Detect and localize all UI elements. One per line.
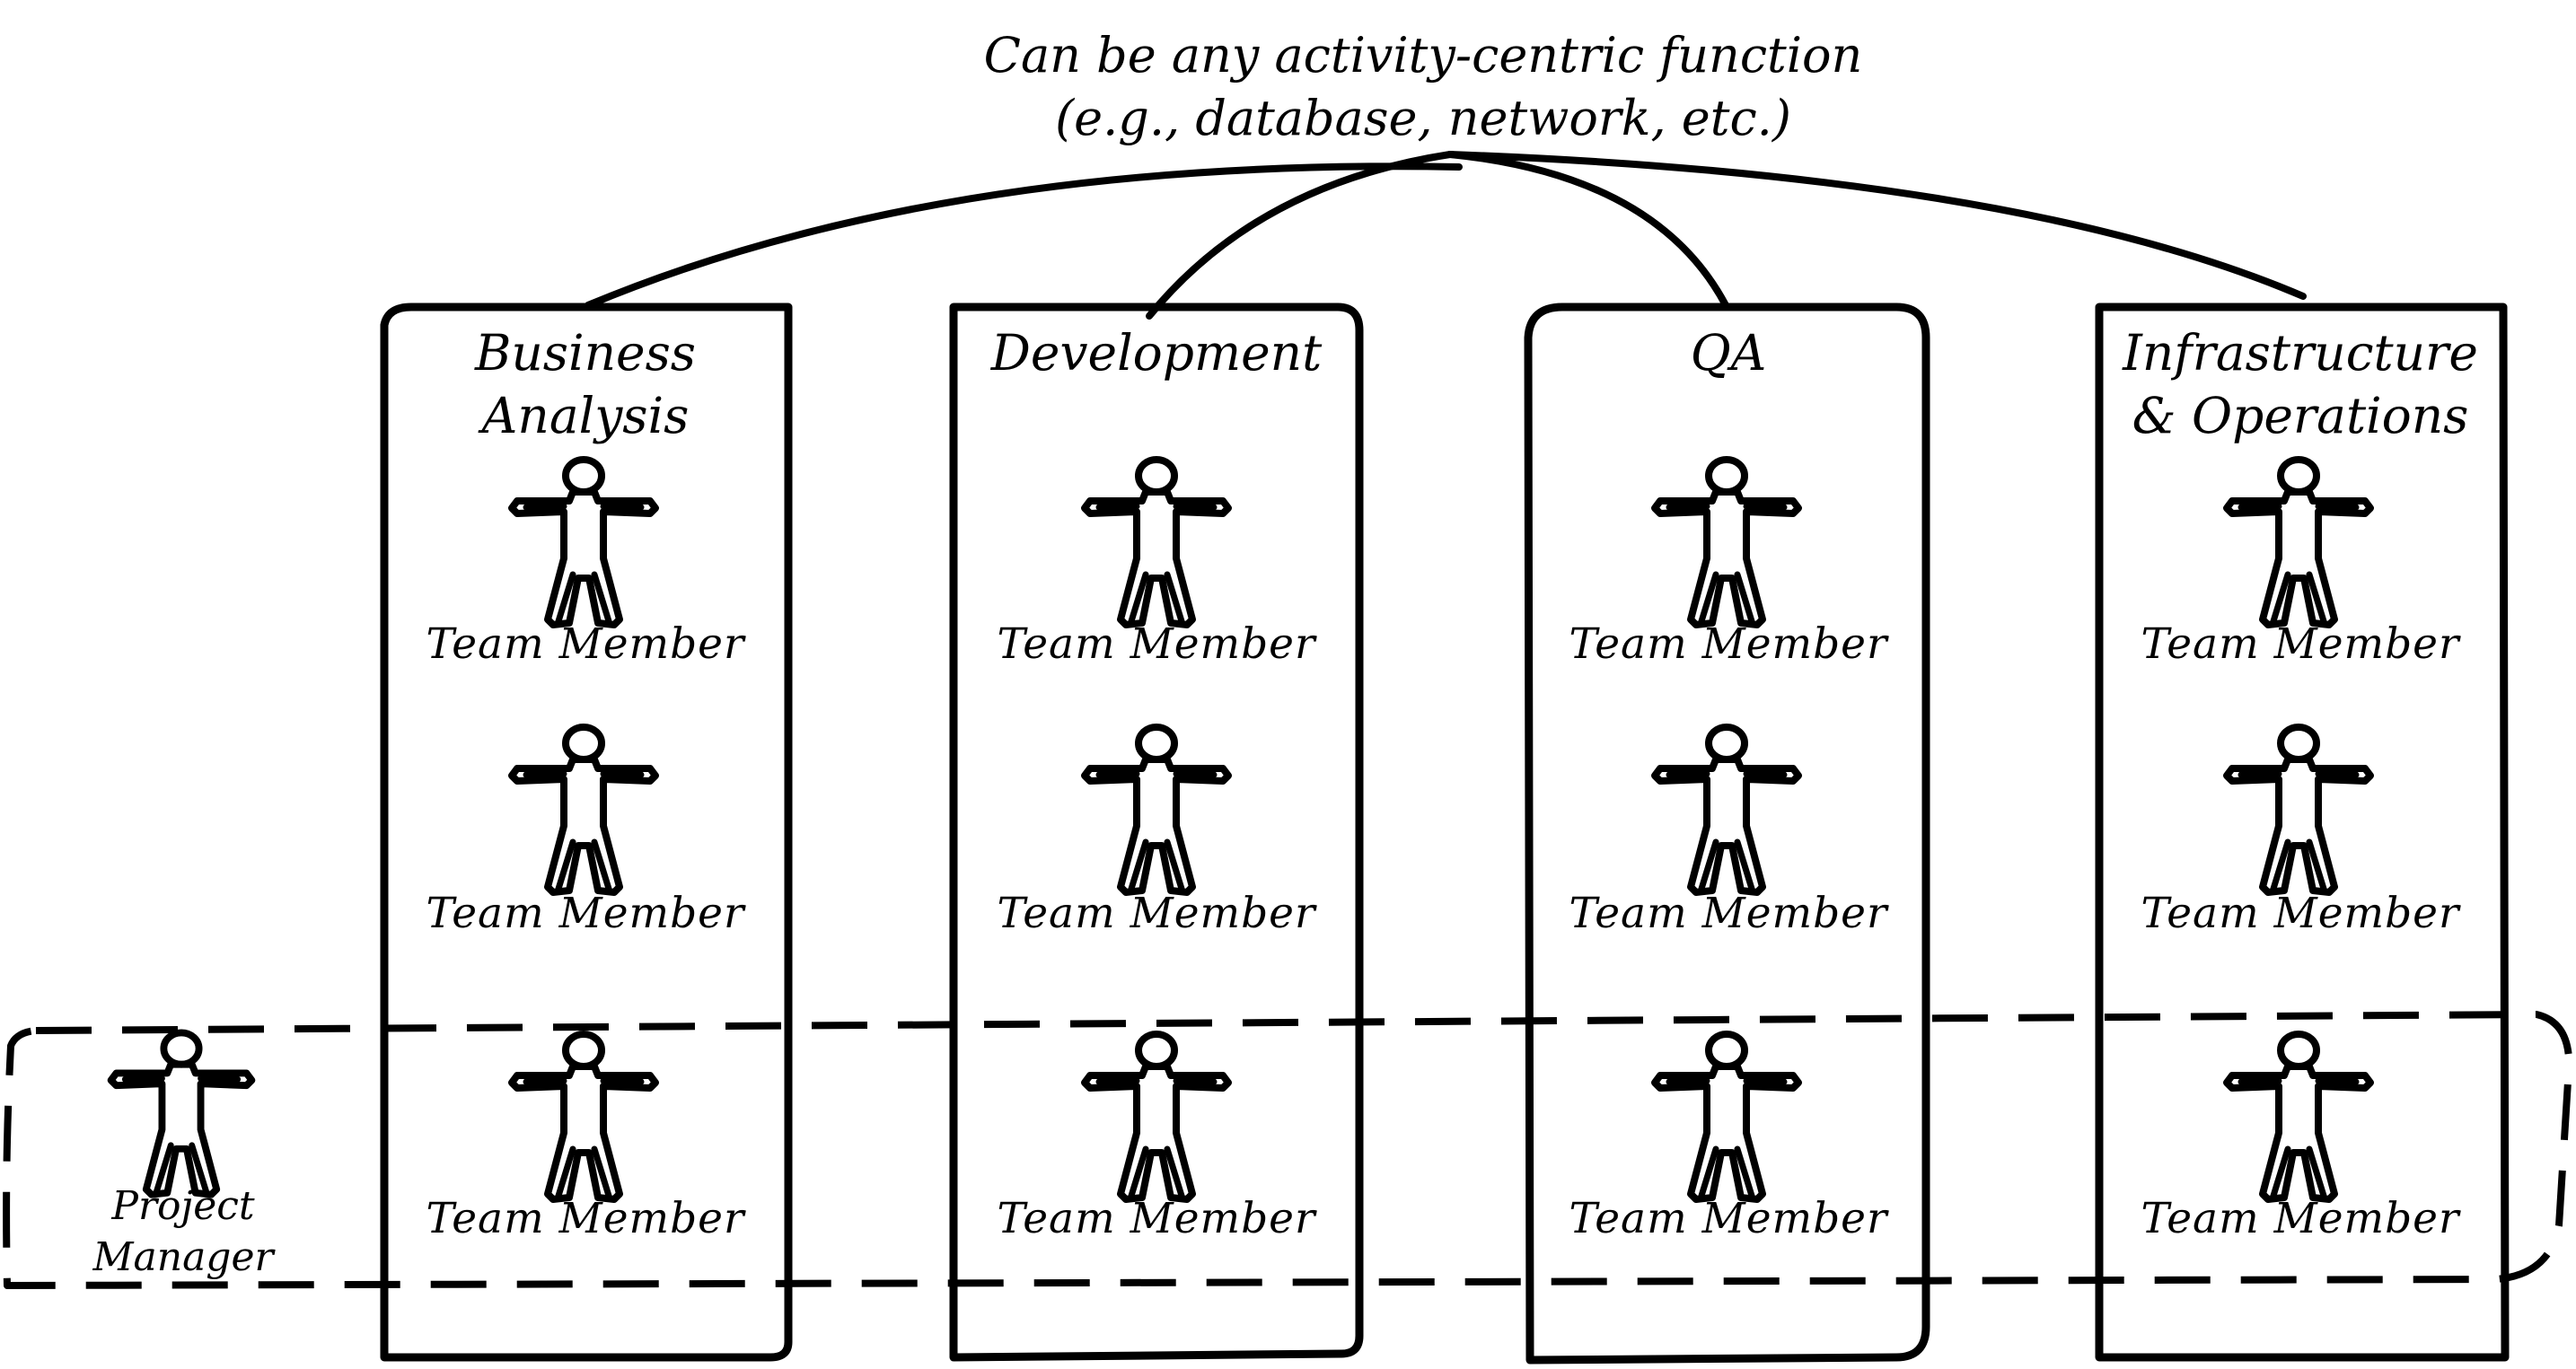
team-member-label: Team Member: [426, 1194, 746, 1243]
person-icon: [111, 1032, 252, 1194]
column-title-infrastructure-line-1: Infrastructure: [2122, 324, 2478, 382]
connector-qa: [1446, 151, 1729, 309]
person-icon: [1085, 727, 1228, 892]
column-development: [949, 303, 1364, 1362]
caption-connectors: [585, 151, 2307, 320]
team-member-label: Team Member: [2141, 889, 2461, 938]
team-member-label: Team Member: [426, 619, 746, 669]
column-qa: [1524, 303, 1930, 1365]
team-member-label: Team Member: [1569, 1194, 1889, 1243]
column-infrastructure: [2095, 303, 2510, 1362]
team-member-label: Team Member: [998, 619, 1317, 669]
development-members: Team Member Team Member Team Member: [998, 460, 1317, 1243]
team-member-label: Team Member: [998, 1194, 1317, 1243]
person-icon: [512, 1034, 655, 1199]
column-title-business-analysis-line-1: Business: [474, 324, 696, 382]
person-icon: [1655, 460, 1798, 625]
connector-infrastructure: [1446, 151, 2307, 300]
person-icon: [512, 727, 655, 892]
infrastructure-members: Team Member Team Member Team Member: [2141, 460, 2461, 1243]
person-icon: [2227, 1034, 2370, 1199]
team-member-label: Team Member: [426, 889, 746, 938]
connector-business-analysis: [585, 162, 1463, 309]
project-manager-label-line-1: Project: [110, 1183, 254, 1229]
business-analysis-members: Team Member Team Member Team Member: [426, 460, 746, 1243]
column-title-development: Development: [990, 324, 1323, 382]
column-title-business-analysis-line-2: Analysis: [478, 387, 690, 444]
column-title-infrastructure-line-2: & Operations: [2132, 387, 2469, 444]
department-columns: [380, 303, 2510, 1365]
team-member-label: Team Member: [998, 889, 1317, 938]
team-member-label: Team Member: [1569, 619, 1889, 669]
team-member-label: Team Member: [2141, 1194, 2461, 1243]
column-title-qa: QA: [1691, 324, 1767, 382]
caption-line-1: Can be any activity-centric function: [984, 27, 1863, 83]
qa-members: Team Member Team Member Team Member: [1569, 460, 1889, 1243]
caption-line-2: (e.g., database, network, etc.): [1055, 90, 1791, 146]
person-icon: [2227, 727, 2370, 892]
project-manager-label-line-2: Manager: [92, 1234, 276, 1280]
connector-development: [1146, 151, 1454, 320]
column-business-analysis: [380, 303, 793, 1362]
person-icon: [1085, 460, 1228, 625]
team-member-label: Team Member: [2141, 619, 2461, 669]
project-team-band: [3, 1011, 2573, 1289]
person-icon: [1655, 727, 1798, 892]
person-icon: [1655, 1034, 1798, 1199]
project-manager: Project Manager: [92, 1032, 277, 1280]
team-member-label: Team Member: [1569, 889, 1889, 938]
person-icon: [512, 460, 655, 625]
person-icon: [2227, 460, 2370, 625]
person-icon: [1085, 1034, 1228, 1199]
